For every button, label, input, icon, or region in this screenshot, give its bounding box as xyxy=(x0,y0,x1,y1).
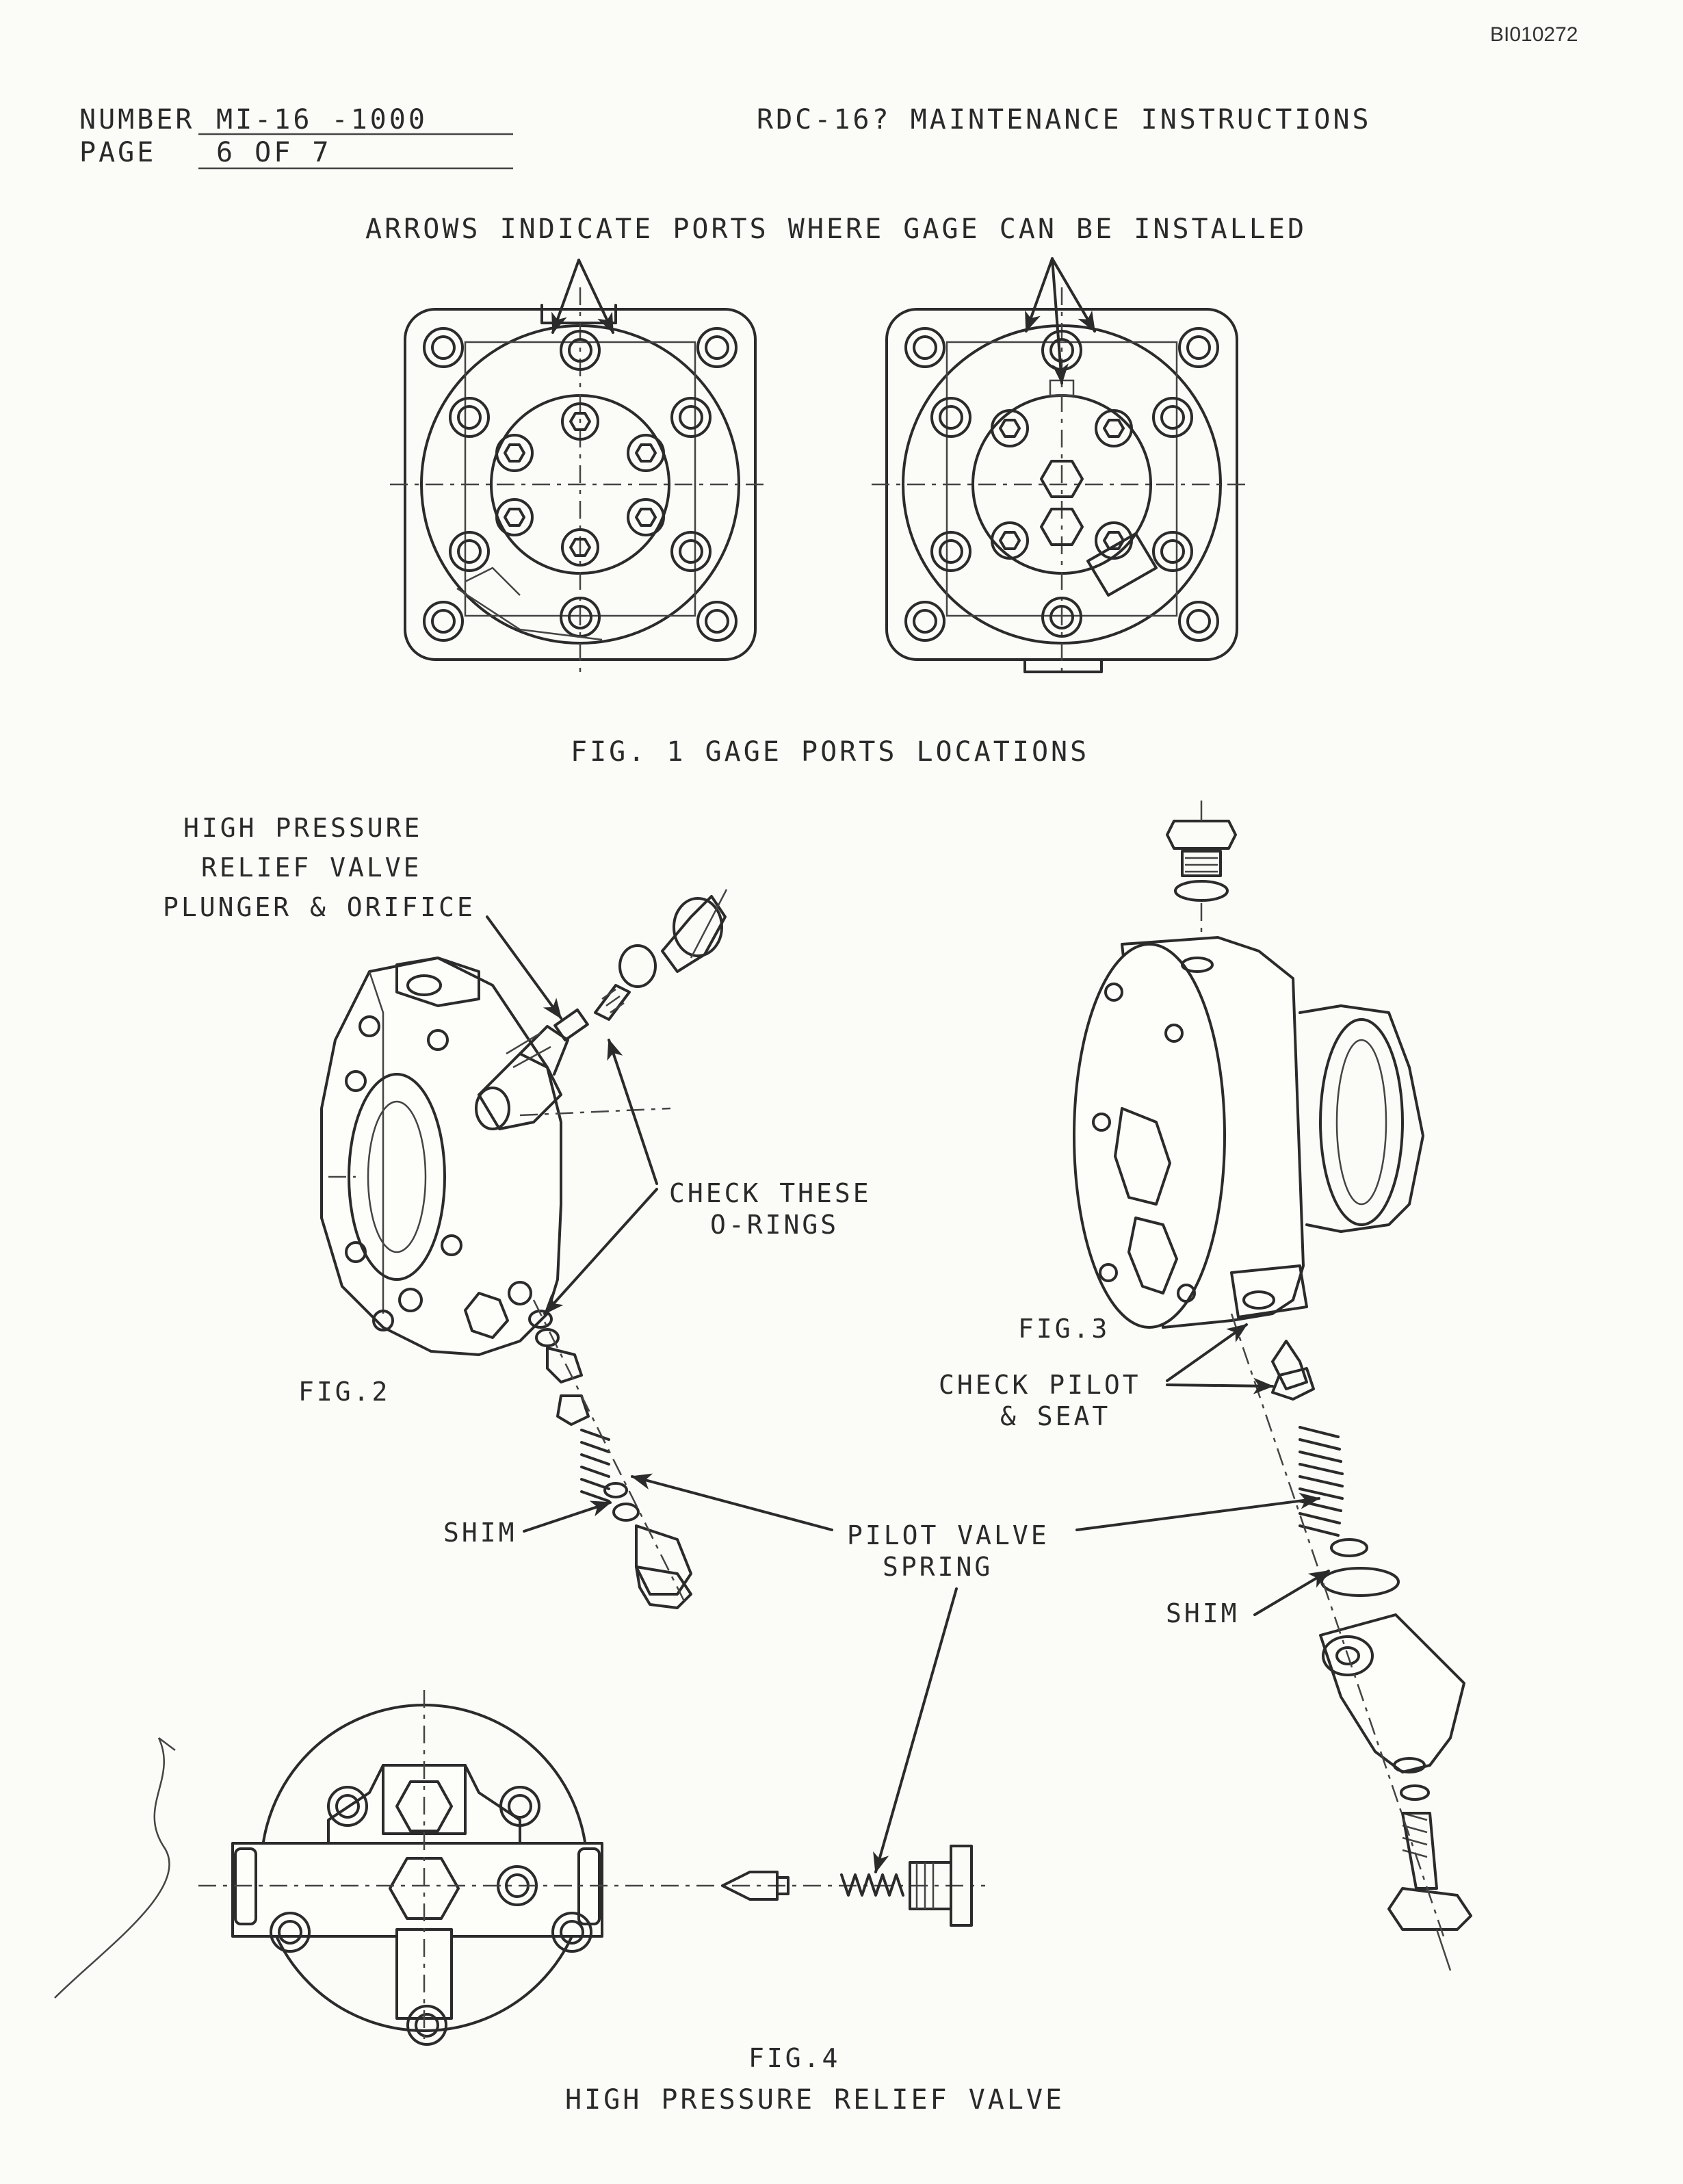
fig4-subtitle: HIGH PRESSURE RELIEF VALVE xyxy=(565,2084,1065,2116)
document-title: RDC-16? MAINTENANCE INSTRUCTIONS xyxy=(757,104,1372,135)
relief-valve-label-line1: HIGH PRESSURE xyxy=(183,813,423,843)
fig2-shim-label: SHIM xyxy=(443,1518,517,1548)
fig1-caption: FIG. 1 GAGE PORTS LOCATIONS xyxy=(571,736,1090,768)
relief-valve-label-line2: RELIEF VALVE xyxy=(201,853,422,883)
number-value: MI-16 -1000 xyxy=(216,104,428,135)
fig1-note: ARROWS INDICATE PORTS WHERE GAGE CAN BE … xyxy=(365,213,1307,245)
fig2-housing-exploded xyxy=(320,889,728,1609)
check-orings-label-line1: CHECK THESE xyxy=(669,1178,872,1208)
fig4-caption: FIG.4 xyxy=(748,2043,841,2073)
check-pilot-label-line1: CHECK PILOT xyxy=(939,1370,1141,1400)
check-orings-label-line2: O-RINGS xyxy=(710,1210,839,1240)
fig3-shim-label: SHIM xyxy=(1166,1598,1240,1628)
fig1-left-end-view xyxy=(390,259,770,677)
fig4-end-view-with-relief-valve xyxy=(54,1690,985,2046)
pilot-spring-arrow-fig2 xyxy=(631,1473,833,1531)
fig3-cartridge-exploded xyxy=(1073,801,1472,1971)
pilot-spring-arrow-fig4 xyxy=(873,1587,958,1873)
pilot-spring-arrow-fig3 xyxy=(1075,1492,1320,1531)
number-label: NUMBER xyxy=(79,104,195,135)
fig2-caption: FIG.2 xyxy=(298,1377,391,1407)
pilot-spring-label-line2: SPRING xyxy=(883,1552,993,1582)
fig1-right-end-view xyxy=(872,257,1252,677)
relief-valve-label-line3: PLUNGER & ORIFICE xyxy=(163,892,475,922)
pilot-spring-label-line1: PILOT VALVE xyxy=(847,1520,1049,1550)
check-pilot-label-line2: & SEAT xyxy=(1000,1401,1111,1431)
page-label: PAGE xyxy=(79,137,157,168)
fig3-caption: FIG.3 xyxy=(1018,1314,1110,1344)
document-id: BI010272 xyxy=(1490,23,1578,46)
page-value: 6 OF 7 xyxy=(216,137,332,168)
